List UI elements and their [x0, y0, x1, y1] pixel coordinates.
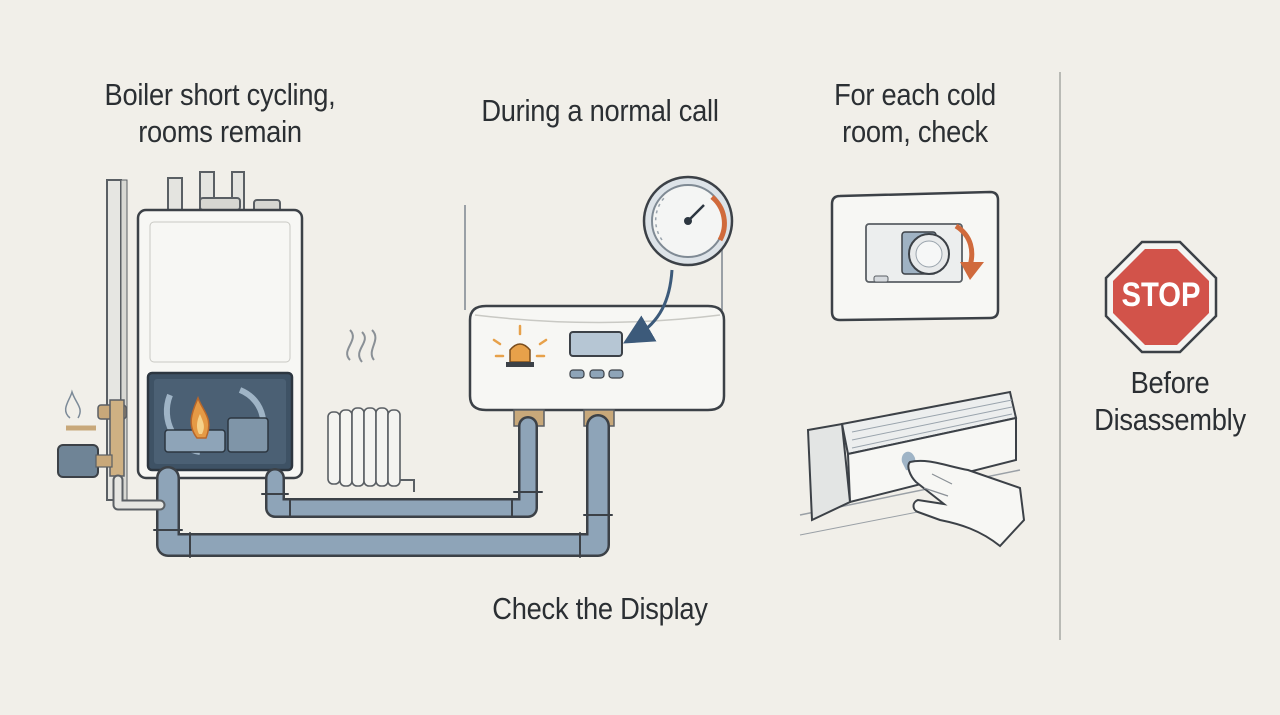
stop-sign-label: STOP: [1121, 276, 1201, 314]
boiler-caption: Boiler short cycling, rooms remain: [104, 77, 336, 149]
baseboard-heater-icon: [799, 390, 1021, 536]
normal-call-caption: During a normal call: [481, 93, 719, 128]
boiler-icon: [57, 171, 304, 501]
thermostat-icon: [830, 190, 1000, 322]
hand-icon: [907, 460, 1026, 548]
cold-room-caption: For each cold room, check: [834, 77, 996, 149]
before-disassembly-caption: Before Disassembly: [1094, 365, 1246, 437]
check-display-caption: Check the Display: [492, 591, 708, 626]
stop-sign-icon: [1104, 240, 1218, 354]
pipe-network: [112, 414, 613, 558]
pointer-arrow: [623, 269, 674, 344]
alarm-light-icon: [492, 324, 548, 367]
pressure-gauge-icon: [642, 175, 734, 267]
radiator-icon: [327, 329, 415, 492]
display-screen: [569, 331, 623, 357]
